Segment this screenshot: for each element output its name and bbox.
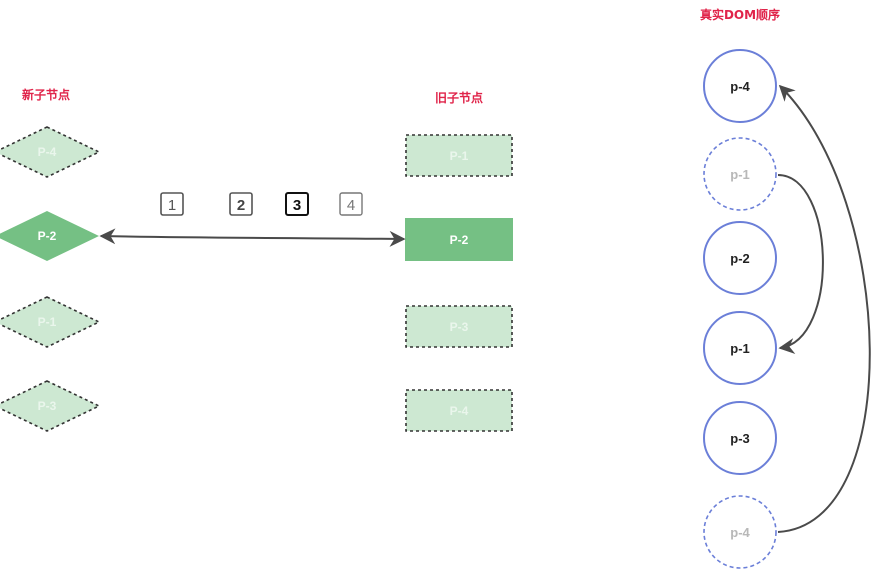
real-dom-list: p-4 p-1 p-2 p-1 p-3 p-4 <box>703 49 777 569</box>
dom-node-label: p-3 <box>730 431 750 446</box>
old-child-node: P-3 <box>405 305 513 348</box>
move-p4-arrow <box>777 84 871 533</box>
old-child-label: P-4 <box>450 404 469 418</box>
new-child-label: P-3 <box>38 399 57 413</box>
dom-node: p-4 <box>703 495 777 569</box>
new-child-label: P-1 <box>38 315 57 329</box>
dom-node-label: p-1 <box>730 167 750 182</box>
old-child-label: P-3 <box>450 320 469 334</box>
new-child-label: P-2 <box>38 229 57 243</box>
old-children-list: P-1 P-2 P-3 P-4 <box>405 134 513 432</box>
move-p1-arrow <box>777 174 824 354</box>
dom-node: p-1 <box>703 137 777 211</box>
dom-node-label: p-2 <box>730 251 750 266</box>
real-dom-order-title: 真实DOM顺序 <box>700 7 780 22</box>
dom-node: p-4 <box>703 49 777 123</box>
step-indicators: 1 2 3 4 <box>160 192 363 216</box>
step-box: 4 <box>339 192 363 216</box>
new-children-list: P-4 P-2 P-1 P-3 <box>0 126 101 432</box>
step-box: 1 <box>160 192 184 216</box>
new-child-node: P-2 <box>0 211 99 261</box>
dom-node-label: p-4 <box>730 79 750 94</box>
step-box: 2 <box>229 192 253 216</box>
old-child-label: P-2 <box>450 233 469 247</box>
old-child-label: P-1 <box>450 149 469 163</box>
old-children-title: 旧子节点 <box>435 90 483 105</box>
step-label: 1 <box>168 197 176 214</box>
dom-node-label: p-1 <box>730 341 750 356</box>
match-arrow <box>99 228 406 247</box>
dom-node: p-1 <box>703 311 777 385</box>
step-label: 4 <box>347 197 355 214</box>
dom-node: p-2 <box>703 221 777 295</box>
new-children-title: 新子节点 <box>22 87 70 102</box>
old-child-node: P-1 <box>405 134 513 177</box>
new-child-node: P-3 <box>0 380 101 432</box>
step-label: 3 <box>293 197 301 214</box>
dom-node: p-3 <box>703 401 777 475</box>
new-child-node: P-4 <box>0 126 101 178</box>
new-child-node: P-1 <box>0 296 101 348</box>
new-child-label: P-4 <box>38 145 57 159</box>
old-child-node: P-2 <box>405 218 513 261</box>
step-label: 2 <box>237 197 245 214</box>
old-child-node: P-4 <box>405 389 513 432</box>
dom-node-label: p-4 <box>730 525 750 540</box>
step-box: 3 <box>285 192 309 216</box>
